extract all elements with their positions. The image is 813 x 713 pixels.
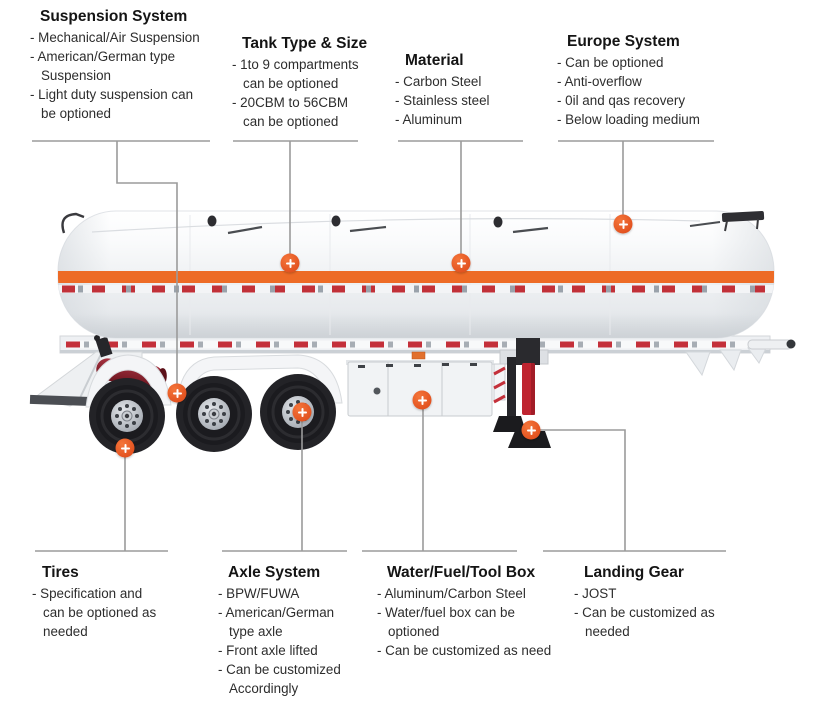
callout-line: - Can be customized as <box>574 605 715 620</box>
callout-water-fuel-toolbox: Water/Fuel/Tool Box - Aluminum/Carbon St… <box>377 562 587 660</box>
plus-icon <box>168 384 187 403</box>
callout-europe-system: Europe System - Can be optioned - Anti-o… <box>557 31 732 129</box>
leader-axle <box>222 420 347 552</box>
callout-line: - Specification and <box>32 586 143 601</box>
leader-water <box>362 408 517 552</box>
callout-line: - BPW/FUWA <box>218 586 300 601</box>
callout-tank-type-size: Tank Type & Size - 1to 9 compartments ca… <box>232 33 382 131</box>
hotspot-material[interactable] <box>451 253 471 273</box>
callout-line: can be optioned <box>243 114 339 129</box>
callout-line: - Can be optioned <box>557 55 664 70</box>
callout-line: - Can be customized as need <box>377 643 552 658</box>
chassis <box>59 335 771 354</box>
callout-landing-gear: Landing Gear - JOST - Can be customized … <box>574 562 744 641</box>
callout-line: - 0il and qas recovery <box>557 93 686 108</box>
callout-material: Material - Carbon Steel - Stainless stee… <box>395 50 530 129</box>
hazard-plate <box>411 351 426 360</box>
callout-line: - Anti-overflow <box>557 74 642 89</box>
callout-line: Accordingly <box>229 681 299 696</box>
plus-icon <box>452 254 471 273</box>
plus-icon <box>116 439 135 458</box>
leader-tires <box>35 456 168 552</box>
callout-line: - American/German type <box>30 49 176 64</box>
callout-line: be optioned <box>41 106 111 121</box>
plus-icon <box>522 421 541 440</box>
wheel-1 <box>89 378 165 454</box>
callout-line: needed <box>585 624 630 639</box>
leader-suspension <box>32 140 210 385</box>
callout-title: Tires <box>42 564 79 581</box>
callout-line: - Water/fuel box can be <box>377 605 515 620</box>
callout-line: - Can be customized <box>218 662 341 677</box>
callout-title: Water/Fuel/Tool Box <box>387 564 536 581</box>
callout-line: - Aluminum <box>395 112 462 127</box>
hotspot-europe-system[interactable] <box>613 214 633 234</box>
callout-line: needed <box>43 624 88 639</box>
rear-details <box>685 339 796 377</box>
tank-top-fittings <box>61 211 765 235</box>
callout-title: Landing Gear <box>584 564 684 581</box>
fenders <box>85 354 343 408</box>
leader-europe <box>558 140 714 216</box>
wheel-2 <box>176 376 252 452</box>
hotspot-axle-system[interactable] <box>292 402 312 422</box>
hotspot-landing-gear[interactable] <box>521 420 541 440</box>
callout-title: Material <box>405 52 464 69</box>
callout-tires: Tires - Specification and can be optione… <box>32 562 182 641</box>
callout-line: - Mechanical/Air Suspension <box>30 30 200 45</box>
callout-line: - Light duty suspension can <box>30 87 194 102</box>
callout-title: Suspension System <box>40 8 188 25</box>
callout-line: optioned <box>388 624 440 639</box>
callout-line: type axle <box>229 624 283 639</box>
hotspot-tank-type[interactable] <box>280 253 300 273</box>
callout-line: - JOST <box>574 586 617 601</box>
callout-line: - American/German <box>218 605 335 620</box>
plus-icon <box>281 254 300 273</box>
leader-landing <box>539 429 726 552</box>
callout-line: - Front axle lifted <box>218 643 318 658</box>
callout-title: Tank Type & Size <box>242 35 368 52</box>
leader-tank <box>233 140 358 255</box>
tank-body <box>57 210 775 339</box>
callout-line: - Aluminum/Carbon Steel <box>377 586 526 601</box>
rear-pipe <box>747 339 793 350</box>
orange-stripe <box>58 271 774 283</box>
toolbox <box>346 351 494 417</box>
callout-line: can be optioned <box>243 76 339 91</box>
plus-icon <box>293 403 312 422</box>
callout-line: can be optioned as <box>43 605 157 620</box>
hotspot-tires[interactable] <box>115 438 135 458</box>
callout-line: Suspension <box>41 68 111 83</box>
callout-title: Axle System <box>228 564 321 581</box>
callout-line: - 1to 9 compartments <box>232 57 359 72</box>
callout-line: - Stainless steel <box>395 93 490 108</box>
callout-axle-system: Axle System - BPW/FUWA - American/German… <box>218 562 376 698</box>
leader-lines <box>32 140 726 552</box>
callout-line: - Carbon Steel <box>395 74 482 89</box>
callout-title: Europe System <box>567 33 680 50</box>
callout-line: - 20CBM to 56CBM <box>232 95 349 110</box>
callout-suspension-system: Suspension System - Mechanical/Air Suspe… <box>30 6 235 123</box>
rear-ladder <box>721 211 765 222</box>
callout-line: - Below loading medium <box>557 112 700 127</box>
plus-icon <box>614 215 633 234</box>
hotspot-water-fuel-toolbox[interactable] <box>412 390 432 410</box>
plus-icon <box>413 391 432 410</box>
hotspot-suspension[interactable] <box>167 383 187 403</box>
leader-material <box>398 140 523 255</box>
